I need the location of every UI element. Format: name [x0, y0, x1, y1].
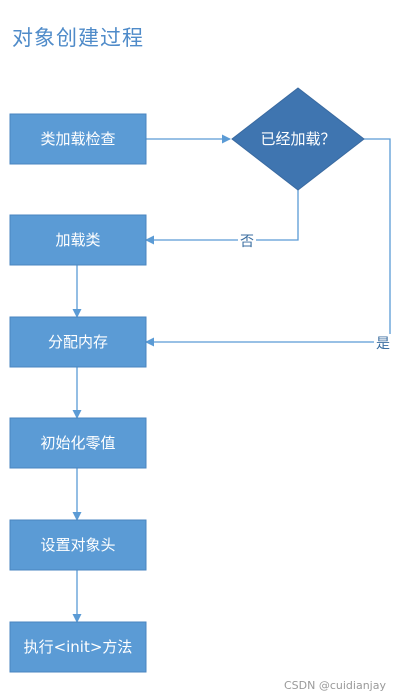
- node-label: 加载类: [55, 231, 100, 249]
- page-title: 对象创建过程: [12, 26, 144, 50]
- edge-label-no: 否: [240, 234, 254, 250]
- node-label: 初始化零值: [40, 434, 115, 452]
- no-label-bg: [238, 232, 256, 250]
- node-exec-init: 执行<init>方法: [9, 621, 147, 673]
- node-allocate-memory: 分配内存: [9, 316, 147, 368]
- edge-decision-yes-to-alloc: [145, 138, 391, 347]
- node-label: 设置对象头: [40, 536, 115, 554]
- edge-label-yes: 是: [376, 336, 390, 352]
- node-label: 执行<init>方法: [24, 638, 133, 656]
- node-decision-loaded: 已经加载？: [231, 87, 365, 191]
- watermark: CSDN @cuidianjay: [284, 679, 386, 692]
- node-label: 已经加载？: [260, 130, 335, 148]
- node-load-class: 加载类: [9, 214, 147, 266]
- node-set-header: 设置对象头: [9, 519, 147, 571]
- edges: [72, 134, 391, 623]
- node-init-zero: 初始化零值: [9, 417, 147, 469]
- edge-decision-no-to-load: [145, 190, 299, 245]
- node-label: 分配内存: [48, 333, 108, 351]
- node-label: 类加载检查: [40, 130, 115, 148]
- node-class-load-check: 类加载检查: [9, 113, 147, 165]
- yes-label-bg: [374, 334, 394, 352]
